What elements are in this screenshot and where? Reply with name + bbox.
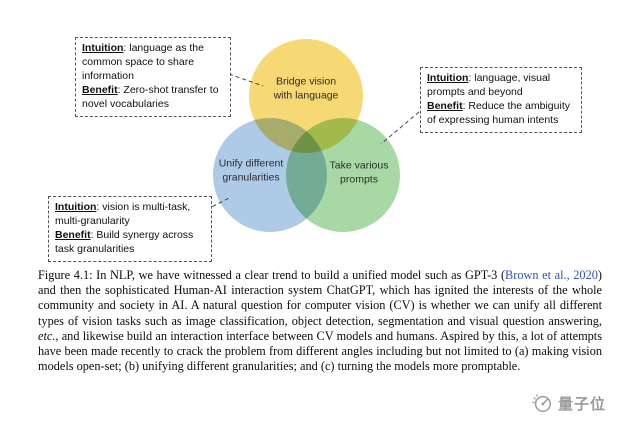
connector-line-right <box>380 111 420 145</box>
caption-etc: etc. <box>38 328 56 343</box>
benefit-text: : Build synergy across task granularitie… <box>55 228 194 255</box>
venn-diagram <box>199 39 420 232</box>
benefit-label: Benefit <box>82 83 118 96</box>
intuition-text: : vision is multi-task, multi-granularit… <box>55 201 191 227</box>
connector-line-bottom-left <box>199 196 232 214</box>
figure-caption: Figure 4.1: In NLP, we have witnessed a … <box>38 268 602 374</box>
intuition-label: Intuition <box>427 72 469 84</box>
annotation-intuition: Intuition: language, visual prompts and … <box>427 72 575 100</box>
caption-text-1: Figure 4.1: In NLP, we have witnessed a … <box>38 268 506 282</box>
annotation-box-unify-granularities: Intuition: vision is multi-task, multi-g… <box>48 196 212 262</box>
watermark: 量子位 <box>531 392 606 414</box>
intuition-label: Intuition <box>82 42 124 54</box>
caption-text-3: , and likewise build an interaction inte… <box>38 328 602 374</box>
annotation-benefit: Benefit: Reduce the ambiguity of express… <box>427 100 575 128</box>
venn-label-unify-granularities: Unify different granularities <box>218 157 284 183</box>
watermark-brand-text: 量子位 <box>557 395 606 413</box>
annotation-box-take-prompts: Intuition: language, visual prompts and … <box>420 67 582 133</box>
annotation-intuition: Intuition: vision is multi-task, multi-g… <box>55 201 205 229</box>
intuition-text: : language as the common space to share … <box>82 42 204 82</box>
citation-link-brown-2020[interactable]: Brown et al., 2020 <box>505 268 598 282</box>
benefit-label: Benefit <box>55 228 91 241</box>
qbitai-logo-icon <box>532 394 551 412</box>
benefit-text: : Reduce the ambiguity of expressing hum… <box>427 99 570 126</box>
caption-text-2: ) and then the sophisticated Human-AI in… <box>38 268 602 328</box>
venn-label-take-prompts: Take various prompts <box>329 159 389 185</box>
benefit-label: Benefit <box>427 99 463 112</box>
intuition-text: : language, visual prompts and beyond <box>427 72 551 98</box>
benefit-text: : Zero-shot transfer to novel vocabulari… <box>82 83 219 110</box>
intuition-label: Intuition <box>55 201 97 213</box>
annotation-box-bridge-vision: Intuition: language as the common space … <box>75 37 231 117</box>
annotation-benefit: Benefit: Build synergy across task granu… <box>55 229 205 257</box>
connector-line-top-left <box>228 73 264 87</box>
annotation-benefit: Benefit: Zero-shot transfer to novel voc… <box>82 84 224 112</box>
venn-label-bridge-vision: Bridge vision with language <box>273 75 339 101</box>
annotation-intuition: Intuition: language as the common space … <box>82 42 224 84</box>
circle-take-prompts <box>286 118 400 232</box>
